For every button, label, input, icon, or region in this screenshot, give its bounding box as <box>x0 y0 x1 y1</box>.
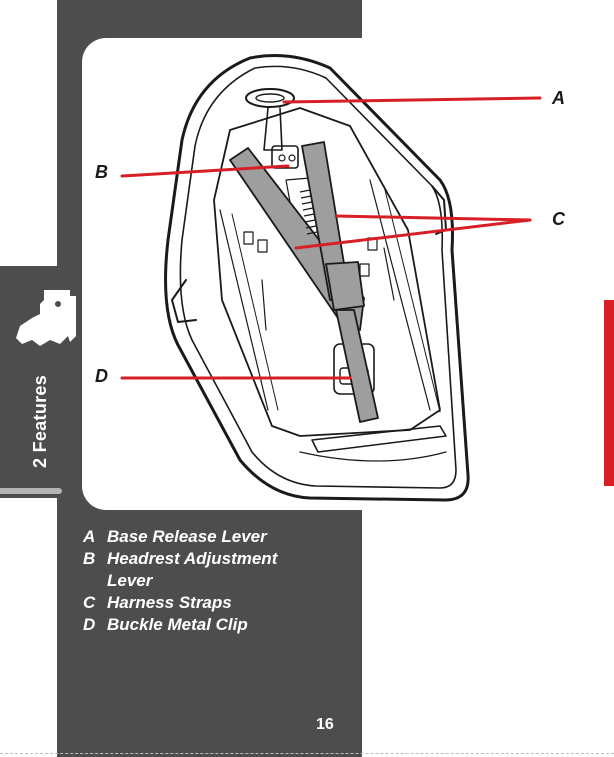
callout-label-d: D <box>95 366 108 387</box>
page-number: 16 <box>316 716 334 734</box>
legend-item: D Buckle Metal Clip <box>83 614 312 636</box>
page-trim-line <box>0 753 614 754</box>
legend-text: Harness Straps <box>107 592 312 614</box>
callout-label-a: A <box>552 88 565 109</box>
legend-key: B <box>83 548 107 592</box>
legend-text: Base Release Lever <box>107 526 312 548</box>
callout-label-c: C <box>552 209 565 230</box>
callout-line-a <box>284 98 540 102</box>
legend-key: D <box>83 614 107 636</box>
legend-text: Headrest Adjustment Lever <box>107 548 312 592</box>
edge-thumb-mark <box>604 300 614 486</box>
callout-label-b: B <box>95 162 108 183</box>
legend-item: B Headrest Adjustment Lever <box>83 548 312 592</box>
legend-item: A Base Release Lever <box>83 526 312 548</box>
legend-item: C Harness Straps <box>83 592 312 614</box>
parts-legend: A Base Release Lever B Headrest Adjustme… <box>83 526 312 636</box>
callout-line-c1 <box>336 216 530 220</box>
legend-text: Buckle Metal Clip <box>107 614 312 636</box>
release-lever <box>246 89 294 107</box>
harness-crotch-strap <box>336 310 378 422</box>
legend-key: A <box>83 526 107 548</box>
legend-key: C <box>83 592 107 614</box>
